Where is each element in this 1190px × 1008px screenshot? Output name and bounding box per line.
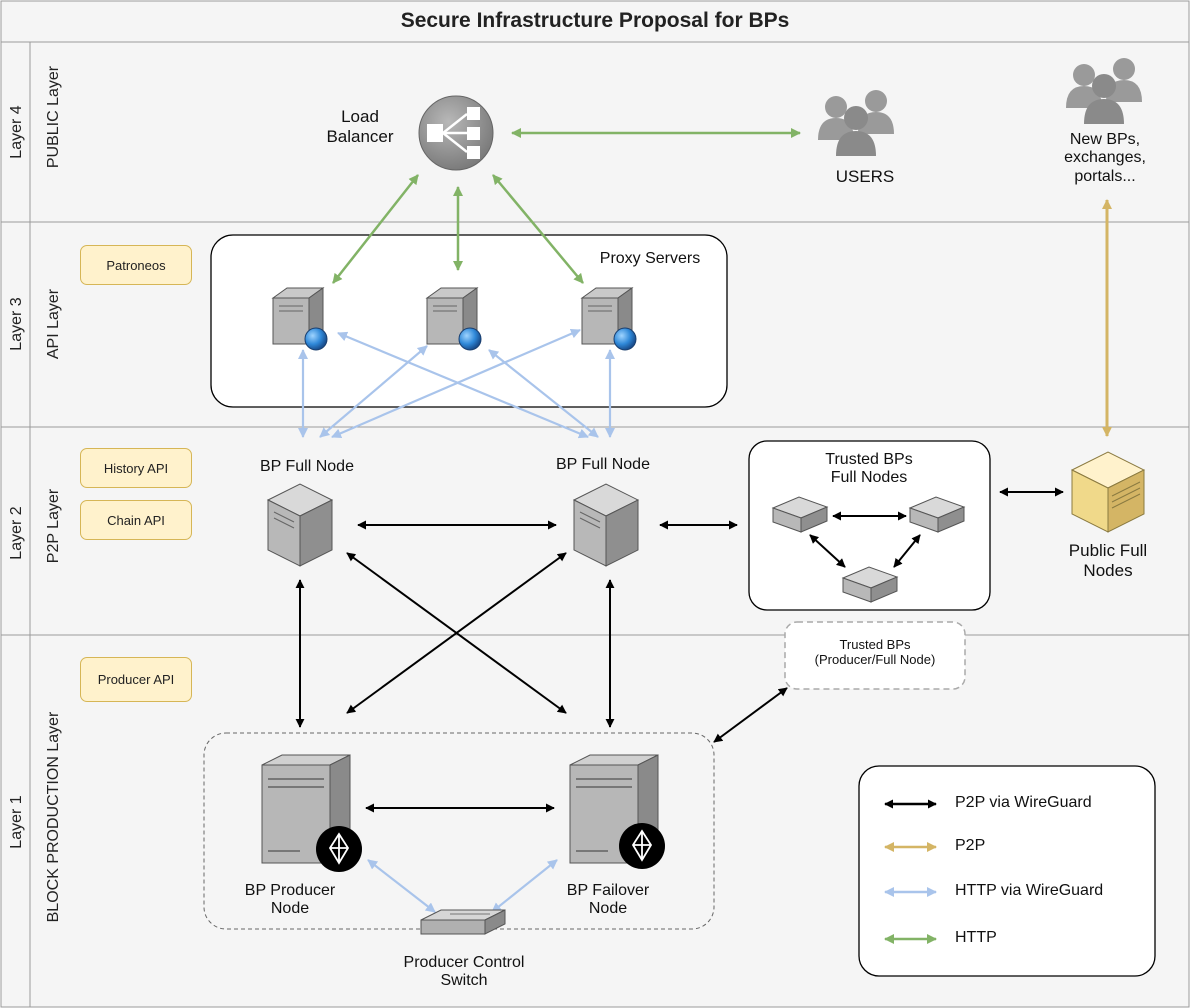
tag-producer-api: Producer API [80,657,192,702]
trusted-full-nodes-label: Trusted BPs Full Nodes [799,451,939,488]
bp-full-node-left-label: BP Full Node [260,458,354,475]
layer-3-name: API Layer [45,288,62,360]
bp-failover-label: BP Failover Node [548,882,668,919]
trusted-node-server-icon [841,566,899,603]
trusted-producers-label-line-2: (Producer/Full Node) [814,651,936,667]
new-bps-label-line-2: exchanges, [1064,149,1146,167]
trusted-full-nodes-box [748,440,991,611]
bp-producer-label: BP Producer Node [230,882,350,919]
new-bps-users-icon [1066,58,1142,124]
bp-full-node-cube-icon [572,483,640,567]
blue-arrow-switch-producer [367,859,436,913]
control-switch-label-line-1: Producer Control [403,954,525,971]
trusted-full-nodes-label-line-1: Trusted BPs [825,451,913,468]
legend-swatches [884,799,937,944]
bp-full-node-cube-icon [266,483,334,567]
trusted-producers-label: Trusted BPs (Producer/Full Node) [785,637,965,668]
layer-2-number: Layer 2 [8,506,25,560]
tag-history-api: History API [80,448,192,488]
bp-full-node-right-label: BP Full Node [556,456,650,473]
tag-chain-api: Chain API [80,500,192,540]
p2p-wireguard-arrows [295,487,1064,813]
http-arrows [332,128,801,284]
load-balancer-label-line-1: Load [341,107,379,126]
layer-4-name: PUBLIC Layer [45,65,62,169]
bp-failover-label-line-2: Node [588,900,628,918]
legend-label-p2p-wireguard: P2P via WireGuard [955,794,1092,811]
public-full-nodes-label: Public Full Nodes [1043,541,1173,580]
layer-4-number: Layer 4 [8,105,25,159]
black-arrow-trusted-producers [713,687,788,743]
new-bps-label-line-1: New BPs, [1069,131,1141,148]
users-icon [818,90,894,156]
load-balancer-label: Load Balancer [300,107,420,146]
trusted-producers-box [784,621,966,690]
layer-1-number: Layer 1 [8,795,25,849]
blue-arrow-switch-failover [491,859,558,913]
trusted-node-server-icon [908,496,966,533]
load-balancer-label-line-2: Balancer [326,126,394,146]
trusted-producers-label-line-1: Trusted BPs [839,637,911,652]
proxy-server-icon [271,287,328,351]
public-full-nodes-label-line-1: Public Full [1068,541,1148,560]
blue-arrow-5 [488,349,599,438]
bp-producer-label-line-1: BP Producer [244,882,336,899]
public-full-node-cube-icon [1070,451,1146,533]
black-arrow-cross-2 [346,552,567,714]
bp-failover-server-icon [569,754,665,869]
control-switch-label-line-2: Switch [440,972,488,990]
new-bps-label: New BPs, exchanges, portals... [1040,131,1170,186]
legend-box [858,765,1156,977]
diagram-title: Secure Infrastructure Proposal for BPs [400,9,790,32]
black-arrow-trusted-2 [809,534,846,568]
proxy-server-icon [580,287,637,351]
proxy-server-icon [425,287,482,351]
legend-label-p2p: P2P [955,837,986,854]
layer-1-name: BLOCK PRODUCTION Layer [45,711,62,923]
control-switch-label: Producer Control Switch [374,954,554,991]
bp-producer-label-line-2: Node [270,900,310,918]
http-arrow-lb-proxy-right [492,174,584,284]
black-arrow-trusted-3 [893,534,921,568]
load-balancer-icon [418,95,494,171]
layer-2-name: P2P Layer [45,488,62,564]
bp-producer-server-icon [261,754,362,872]
legend-label-http: HTTP [955,929,997,946]
trusted-node-server-icon [771,496,829,533]
http-arrow-lb-proxy-left [332,174,419,284]
proxy-servers-label: Proxy Servers [599,250,701,267]
layer-3-number: Layer 3 [8,297,25,351]
http-wireguard-arrows [298,328,615,913]
legend-label-http-wireguard: HTTP via WireGuard [955,882,1104,899]
bp-failover-label-line-1: BP Failover [566,882,650,899]
public-full-nodes-label-line-2: Nodes [1083,560,1133,580]
users-label: USERS [835,167,895,186]
switch-icon [420,909,506,935]
tag-patroneos: Patroneos [80,245,192,285]
trusted-full-nodes-label-line-2: Full Nodes [830,469,908,487]
new-bps-label-line-3: portals... [1074,167,1136,185]
